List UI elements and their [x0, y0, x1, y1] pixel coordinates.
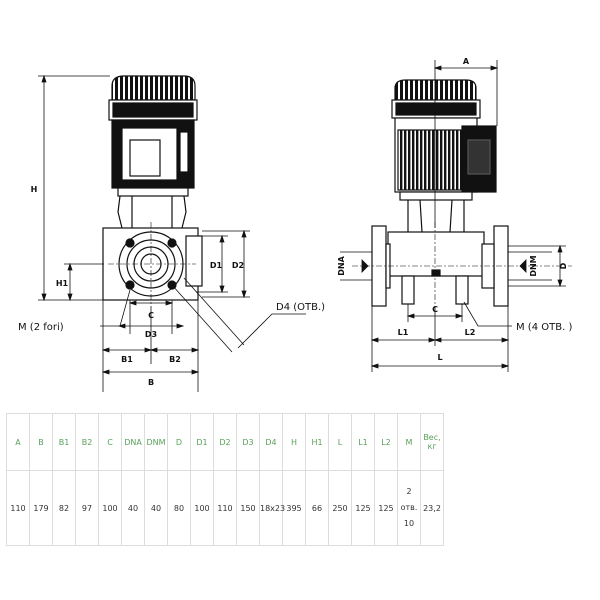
value-cell: 40 — [121, 470, 145, 546]
dim-label-d: D — [559, 262, 568, 269]
m-value-line: 10 — [403, 519, 415, 528]
dim-label-b1: B1 — [121, 355, 133, 364]
front-view — [102, 75, 203, 306]
value-cell: 40 — [144, 470, 168, 546]
front-fan-cover — [111, 75, 196, 101]
value-cell-m: 2 отв. 10 — [397, 470, 421, 546]
table-row: 110 179 82 97 100 40 40 80 100 110 150 1… — [6, 470, 444, 546]
header-cell: B — [29, 413, 53, 471]
header-cell: DNM — [144, 413, 168, 471]
value-cell: 66 — [305, 470, 329, 546]
header-cell: L — [328, 413, 352, 471]
dim-label-b2: B2 — [169, 355, 181, 364]
note-m-front: M (2 fori) — [18, 322, 64, 333]
header-cell: C — [98, 413, 122, 471]
header-cell: D1 — [190, 413, 214, 471]
header-cell: A — [6, 413, 30, 471]
value-cell: 250 — [328, 470, 352, 546]
dim-label-a: A — [463, 57, 470, 66]
dim-label-c-side: C — [432, 305, 438, 314]
value-cell: 110 — [213, 470, 237, 546]
front-dimension-labels: H H1 D1 D2 C D3 B1 B2 B D4 (OTB.) M (2 f… — [18, 185, 325, 387]
value-cell: 82 — [52, 470, 76, 546]
side-pump-body — [387, 231, 485, 277]
side-dimensions — [340, 60, 566, 372]
table-header-row: A B B1 B2 C DNA DNM D D1 D2 D3 D4 H H1 L… — [6, 413, 444, 471]
technical-drawing: H H1 D1 D2 C D3 B1 B2 B D4 (OTB.) M (2 f… — [18, 57, 572, 392]
dim-label-d4: D4 (OTB.) — [276, 302, 325, 313]
value-cell: 100 — [98, 470, 122, 546]
header-cell: D3 — [236, 413, 260, 471]
dim-label-l2: L2 — [465, 328, 476, 337]
dim-label-l1: L1 — [398, 328, 409, 337]
side-dimension-labels: A DNA DNM D C L1 L2 L M (4 OTB. ) — [337, 57, 572, 362]
dim-label-h1: H1 — [56, 279, 69, 288]
dim-label-dnm: DNM — [529, 255, 538, 276]
header-cell: H — [282, 413, 306, 471]
header-cell: D — [167, 413, 191, 471]
value-cell: 18x23 — [259, 470, 285, 546]
header-cell: L1 — [351, 413, 375, 471]
value-cell: 125 — [351, 470, 375, 546]
value-cell: 100 — [190, 470, 214, 546]
dim-label-h: H — [31, 185, 38, 194]
header-cell: L2 — [374, 413, 398, 471]
value-cell: 97 — [75, 470, 99, 546]
value-cell: 23,2 — [420, 470, 444, 546]
side-fan-cover — [394, 79, 477, 101]
dimensions-table: A B B1 B2 C DNA DNM D D1 D2 D3 D4 H H1 L… — [6, 413, 444, 546]
header-cell: DNA — [121, 413, 145, 471]
value-cell: 80 — [167, 470, 191, 546]
header-cell: D2 — [213, 413, 237, 471]
value-cell: 125 — [374, 470, 398, 546]
dim-label-c: C — [148, 311, 154, 320]
header-cell: B2 — [75, 413, 99, 471]
m-value-line: 2 — [406, 487, 412, 496]
side-view — [352, 79, 572, 307]
value-cell: 395 — [282, 470, 306, 546]
header-cell: D4 — [259, 413, 283, 471]
value-cell: 179 — [29, 470, 53, 546]
header-cell: Вес, кг — [420, 413, 444, 471]
front-dimensions — [38, 74, 306, 392]
note-m-side: M (4 OTB. ) — [516, 322, 572, 333]
value-cell: 110 — [6, 470, 30, 546]
header-cell: M — [397, 413, 421, 471]
dim-label-d2: D2 — [232, 261, 244, 270]
header-cell: B1 — [52, 413, 76, 471]
dim-label-l: L — [437, 353, 442, 362]
dim-label-d3: D3 — [145, 330, 157, 339]
m-value-line: отв. — [400, 503, 418, 512]
dim-label-d1: D1 — [210, 261, 223, 270]
header-cell: H1 — [305, 413, 329, 471]
dim-label-b: B — [148, 378, 154, 387]
dim-label-dna: DNA — [337, 255, 346, 275]
value-cell: 150 — [236, 470, 260, 546]
